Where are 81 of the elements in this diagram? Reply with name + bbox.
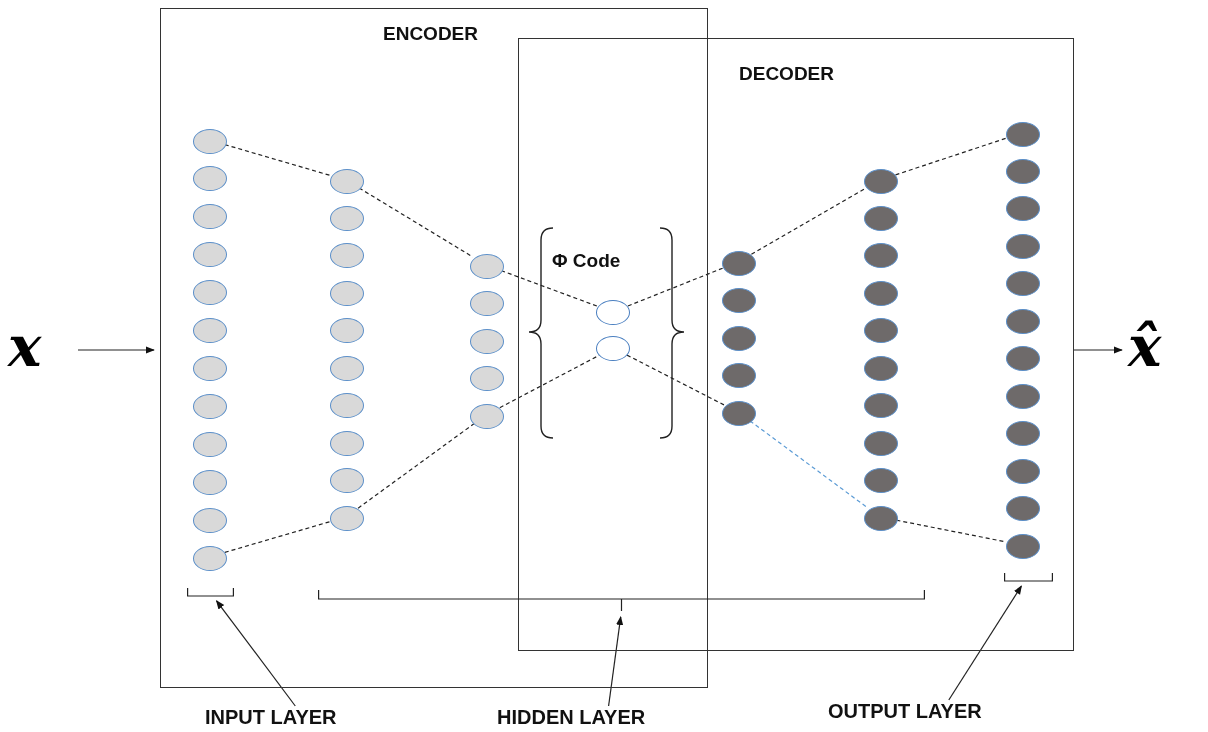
neuron-circle [1006, 308, 1040, 334]
neuron-circle [1006, 458, 1040, 484]
variable-symbol: x̂ [1128, 318, 1163, 374]
neuron-circle [596, 299, 630, 325]
neuron-circle [193, 280, 227, 306]
arrow [77, 346, 155, 354]
neuron-circle [864, 505, 898, 531]
layer-label: OUTPUT LAYER [828, 700, 983, 723]
neuron-circle [722, 288, 756, 313]
neuron-circle [470, 291, 504, 316]
neuron-circle [864, 280, 898, 306]
neuron-circle [864, 355, 898, 381]
arrow [608, 616, 624, 707]
neuron-circle [193, 393, 227, 419]
neuron-circle [330, 205, 364, 231]
neuron-circle [1006, 346, 1040, 372]
neuron-circle [470, 253, 504, 279]
arrow [1073, 346, 1123, 354]
neuron-circle [722, 363, 756, 388]
neuron-circle [330, 355, 364, 381]
neuron-circle [722, 325, 756, 351]
neuron-circle [330, 280, 364, 306]
neuron-circle [1006, 421, 1040, 447]
section-box [518, 38, 1074, 651]
neuron-circle [330, 468, 364, 494]
neuron-circle [193, 469, 227, 495]
section-heading: ENCODER [383, 23, 478, 45]
connection-line [224, 144, 331, 176]
neuron-circle [1006, 383, 1040, 409]
neuron-circle [330, 168, 364, 194]
layer-label: HIDDEN LAYER [497, 706, 647, 729]
neuron-circle [864, 243, 898, 269]
layer-label: INPUT LAYER [205, 706, 338, 729]
neuron-circle [864, 168, 898, 194]
neuron-circle [470, 403, 504, 429]
neuron-circle [330, 505, 364, 531]
connection-line [358, 187, 474, 258]
neuron-circle [193, 204, 227, 230]
neuron-circle [330, 393, 364, 419]
neuron-circle [864, 318, 898, 344]
neuron-circle [193, 507, 227, 533]
connection-line [894, 137, 1008, 176]
section-box [160, 8, 708, 688]
connection-line [627, 267, 724, 307]
neuron-circle [193, 242, 227, 268]
neuron-circle [193, 166, 227, 192]
variable-symbol: x [8, 318, 43, 374]
section-heading: DECODER [739, 63, 834, 85]
arrow [948, 585, 1022, 701]
neuron-circle [193, 545, 227, 571]
neuron-circle [722, 250, 756, 276]
bracket [187, 588, 234, 597]
connection-line [626, 354, 725, 406]
neuron-circle [470, 328, 504, 354]
neuron-circle [596, 335, 630, 361]
neuron-circle [330, 318, 364, 344]
neuron-circle [330, 430, 364, 456]
neuron-circle [1006, 496, 1040, 522]
bracket [1004, 573, 1053, 582]
bracket [318, 590, 925, 611]
neuron-circle [193, 128, 227, 154]
neuron-circle [722, 400, 756, 426]
neuron-circle [864, 430, 898, 456]
neuron-circle [470, 366, 504, 391]
neuron-circle [1006, 233, 1040, 259]
connection-line [224, 521, 331, 553]
neuron-circle [1006, 196, 1040, 222]
neuron-circle [193, 318, 227, 344]
neuron-circle [1006, 121, 1040, 147]
neuron-circle [330, 243, 364, 269]
neuron-circle [1006, 533, 1040, 559]
neuron-circle [864, 393, 898, 419]
neuron-circle [193, 431, 227, 457]
neuron-circle [864, 468, 898, 494]
neuron-circle [1006, 158, 1040, 184]
neuron-circle [864, 205, 898, 231]
neuron-circle [193, 355, 227, 381]
arrow [215, 600, 296, 707]
connection-line [357, 423, 475, 509]
neuron-circle [1006, 271, 1040, 297]
code-label: Φ Code [552, 250, 621, 272]
